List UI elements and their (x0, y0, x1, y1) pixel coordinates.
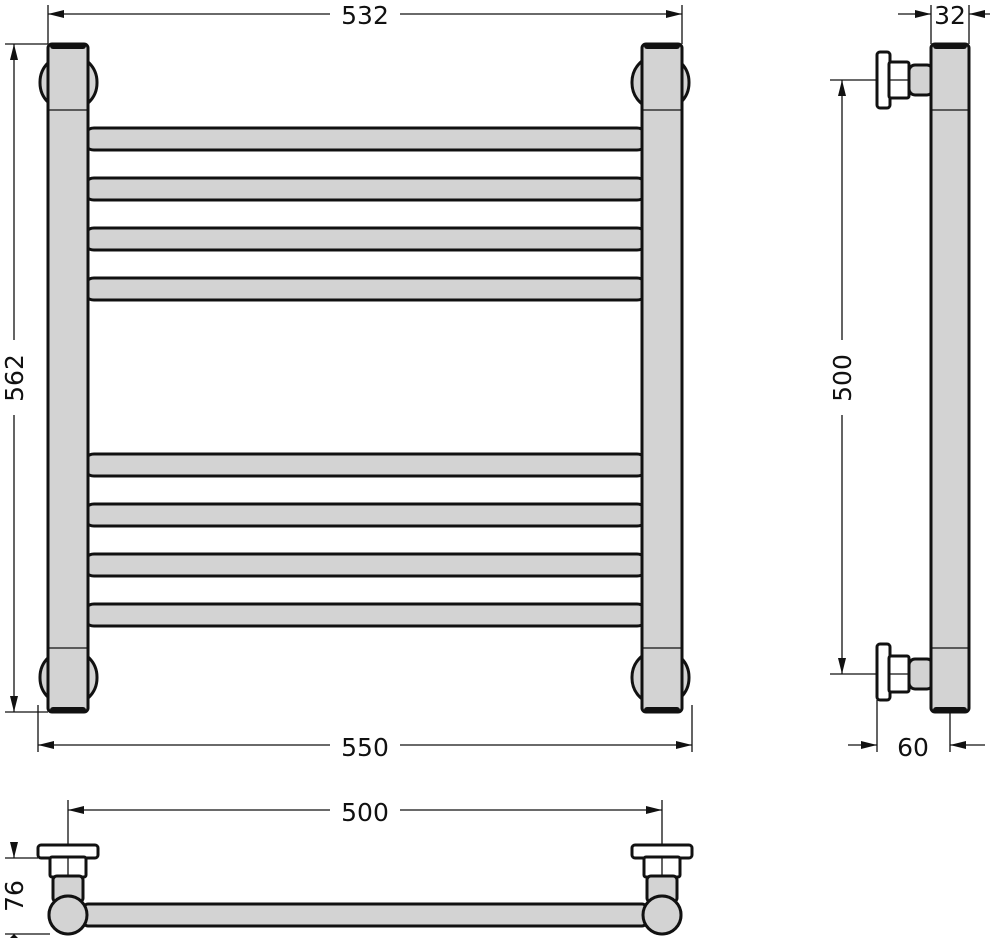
vertical-tubes (46, 42, 684, 714)
dim-76-label: 76 (0, 880, 29, 912)
side-vertical-tube (929, 42, 971, 714)
side-bracket-bottom (875, 642, 935, 702)
side-bracket-top (875, 50, 935, 110)
dim-532-label: 532 (341, 1, 389, 30)
dim-562-label: 562 (0, 354, 29, 402)
dimension-side-height: 500 (828, 79, 877, 675)
top-horizontal-bar (82, 902, 648, 928)
dimension-top-width: 500 (67, 798, 663, 845)
dim-500-side-label: 500 (828, 354, 857, 402)
dimension-top-depth: 76 (0, 842, 50, 938)
dim-60-label: 60 (897, 733, 929, 762)
top-view: 500 76 (0, 798, 694, 938)
front-view: 532 562 550 (0, 1, 693, 762)
side-view: 32 500 60 (828, 1, 990, 762)
dim-550-label: 550 (341, 733, 389, 762)
dimension-front-width-bottom: 550 (37, 705, 693, 762)
dim-32-label: 32 (934, 1, 966, 30)
dimension-side-depth-bottom: 60 (848, 700, 985, 762)
horizontal-rails (81, 126, 650, 628)
dimension-side-depth-top: 32 (898, 1, 990, 44)
dimension-front-width-top: 532 (47, 1, 683, 44)
dimension-front-height: 562 (0, 43, 48, 713)
dim-500-top-label: 500 (341, 798, 389, 827)
